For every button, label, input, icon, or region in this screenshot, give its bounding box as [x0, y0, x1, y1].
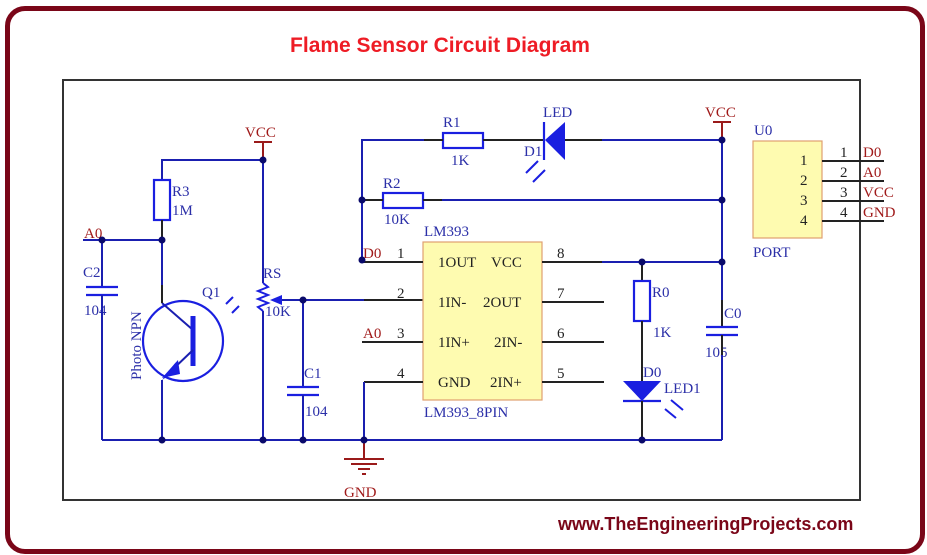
ic-pin-num: 5	[557, 366, 565, 382]
d0-ref: D0	[643, 365, 661, 381]
ic-pin-num: 7	[557, 286, 565, 302]
port-pin-inner: 1	[800, 153, 808, 169]
port-pins	[822, 160, 884, 222]
port-ref: U0	[754, 123, 772, 139]
resistor-r2	[381, 191, 425, 210]
d1-value: LED	[543, 105, 572, 121]
ic-left-pins	[362, 261, 423, 383]
schematic-border	[62, 79, 861, 501]
port-pin-num: 3	[840, 185, 848, 201]
ic-pin-name: 1IN-	[438, 295, 466, 311]
resistor-r1	[441, 131, 485, 150]
ic-pin-num: 4	[397, 366, 405, 382]
rs-ref: RS	[263, 266, 281, 282]
port-pin-num: 4	[840, 205, 848, 221]
ic-lm393	[422, 241, 543, 401]
vcc-label-right: VCC	[705, 105, 736, 121]
port-pin-inner: 4	[800, 213, 808, 229]
d0-label-ic: D0	[363, 246, 381, 262]
ic-pin-name: 2IN-	[494, 335, 522, 351]
light-in-icon	[225, 296, 240, 314]
led-d0	[623, 381, 661, 401]
port-net-label: A0	[863, 165, 881, 181]
vcc-label-left: VCC	[245, 125, 276, 141]
q1-value: Photo NPN	[129, 311, 145, 380]
ic-footprint: LM393_8PIN	[424, 405, 508, 421]
ic-pin-num: 8	[557, 246, 565, 262]
a0-label-left: A0	[84, 226, 102, 242]
c0-ref: C0	[724, 306, 742, 322]
ic-pin-name: GND	[438, 375, 471, 391]
r0-ref: R0	[652, 285, 670, 301]
a0-label-ic: A0	[363, 326, 381, 342]
rs-value: 10K	[265, 304, 291, 320]
page-title: Flame Sensor Circuit Diagram	[290, 34, 590, 57]
port-pin-inner: 3	[800, 193, 808, 209]
ic-pin-name: 1IN+	[438, 335, 470, 351]
r0-value: 1K	[653, 325, 672, 341]
ic-pin-name: 1OUT	[438, 255, 476, 271]
r3-ref: R3	[172, 184, 190, 200]
r2-value: 10K	[384, 212, 410, 228]
r1-ref: R1	[443, 115, 461, 131]
port-net-label: GND	[863, 205, 896, 221]
port-value: PORT	[753, 245, 790, 261]
q1-ref: Q1	[202, 285, 220, 301]
resistor-r0	[632, 279, 652, 323]
ic-pin-num: 2	[397, 286, 405, 302]
gnd-label: GND	[344, 485, 377, 501]
port-pin-num: 1	[840, 145, 848, 161]
ic-pin-num: 6	[557, 326, 565, 342]
r1-value: 1K	[451, 153, 470, 169]
ic-pin-name: VCC	[491, 255, 522, 271]
port-pin-inner: 2	[800, 173, 808, 189]
ic-pin-num: 1	[397, 246, 405, 262]
junction-dots	[98, 136, 726, 444]
port-net-label: D0	[863, 145, 881, 161]
ic-pin-name: 2IN+	[490, 375, 522, 391]
ic-ref: LM393	[424, 224, 469, 240]
d0-value: LED1	[664, 381, 701, 397]
c2-value: 104	[84, 303, 107, 319]
wiper-arrow-icon	[270, 295, 282, 305]
d1-ref: D1	[524, 144, 542, 160]
light-out-icon	[525, 160, 546, 183]
ic-pin-name: 2OUT	[483, 295, 521, 311]
c1-ref: C1	[304, 366, 322, 382]
connector-u0	[752, 140, 823, 239]
c2-ref: C2	[83, 265, 101, 281]
r2-ref: R2	[383, 176, 401, 192]
r3-value: 1M	[172, 203, 193, 219]
led-d1	[545, 122, 565, 160]
c1-value: 104	[305, 404, 328, 420]
port-net-label: VCC	[863, 185, 894, 201]
ic-right-pins	[542, 261, 722, 383]
port-pin-num: 2	[840, 165, 848, 181]
c0-value: 105	[705, 345, 728, 361]
resistor-r3	[152, 178, 172, 222]
phototransistor-q1	[141, 299, 225, 383]
ic-pin-num: 3	[397, 326, 405, 342]
website-footer[interactable]: www.TheEngineeringProjects.com	[558, 514, 854, 534]
potentiometer-rs	[255, 282, 271, 312]
wire-vcc-r3	[161, 159, 263, 180]
light-out-icon	[664, 399, 684, 419]
